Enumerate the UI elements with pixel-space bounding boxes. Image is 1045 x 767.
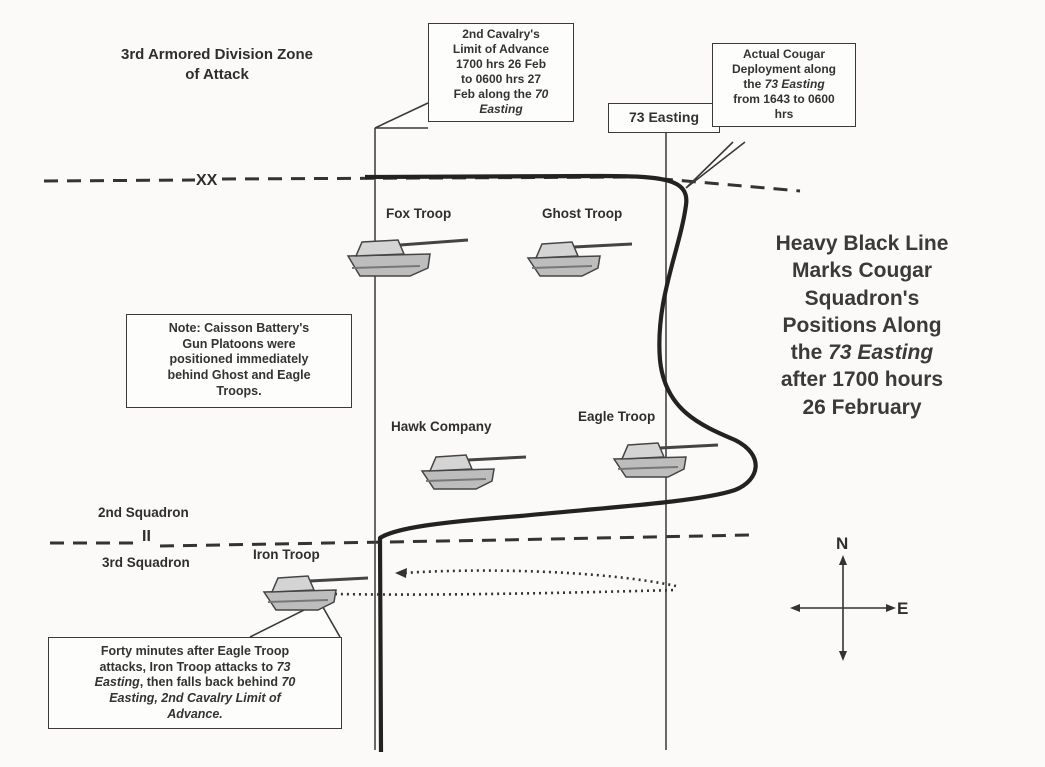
callout-line: Actual Cougar bbox=[742, 47, 825, 61]
callout-italic: 73 Easting bbox=[764, 77, 825, 91]
eagle-troop-tank-icon bbox=[612, 442, 719, 478]
iron-troop-tank-icon bbox=[262, 575, 369, 611]
cougar-position-line bbox=[364, 173, 758, 753]
ghost-troop-label: Ghost Troop bbox=[542, 206, 623, 221]
legend-line: Squadron's bbox=[804, 286, 920, 310]
legend-text: the bbox=[790, 341, 829, 365]
callout-text: Feb along the bbox=[453, 87, 535, 101]
hawk-company-tank-icon bbox=[420, 454, 527, 490]
callout-italic: Easting, 2nd Cavalry Limit of bbox=[109, 690, 281, 705]
callout-italic: 73 bbox=[276, 659, 291, 674]
callout-italic: Easting bbox=[94, 675, 140, 690]
iron-troop-label: Iron Troop bbox=[253, 547, 320, 562]
zone-title-line1: 3rd Armored Division Zone bbox=[121, 46, 313, 63]
squadron-boundary-line-east bbox=[159, 533, 751, 548]
zone-title: 3rd Armored Division Zone of Attack bbox=[92, 45, 342, 84]
iron-return-arrowhead bbox=[395, 568, 407, 578]
cougar-deployment-callout: Actual Cougar Deployment along the 73 Ea… bbox=[712, 43, 856, 127]
legend-line: Marks Cougar bbox=[791, 259, 933, 283]
second-squadron-label: 2nd Squadron bbox=[98, 505, 189, 520]
callout-italic: 70 bbox=[534, 87, 549, 101]
compass-rose bbox=[790, 555, 896, 661]
iron-return-arrow bbox=[402, 569, 677, 588]
legend-line: 26 February bbox=[802, 395, 922, 419]
compass-east-label: E bbox=[897, 599, 909, 618]
legend-line: Heavy Black Line bbox=[775, 232, 949, 255]
eagle-troop-label: Eagle Troop bbox=[578, 409, 656, 424]
hawk-company-label: Hawk Company bbox=[391, 419, 492, 434]
callout-italic: 70 bbox=[281, 675, 296, 690]
fox-troop-label: Fox Troop bbox=[386, 206, 452, 221]
division-boundary-line-east bbox=[221, 175, 801, 193]
ghost-troop-tank-icon bbox=[526, 241, 633, 277]
callout-line: from 1643 to 0600 bbox=[733, 92, 835, 106]
limit-of-advance-callout: 2nd Cavalry's Limit of Advance 1700 hrs … bbox=[428, 23, 574, 122]
iron-troop-callout: Forty minutes after Eagle Troop attacks,… bbox=[48, 637, 342, 730]
third-squadron-label: 3rd Squadron bbox=[102, 555, 190, 570]
legend-line: Positions Along bbox=[782, 313, 942, 337]
caisson-note-box: Note: Caisson Battery's Gun Platoons wer… bbox=[126, 314, 352, 409]
callout-text: attacks, Iron Troop attacks to bbox=[99, 659, 277, 674]
division-boundary-symbol: XX bbox=[196, 172, 218, 189]
note-line: positioned immediately bbox=[169, 352, 309, 367]
callout-line: 1700 hrs 26 Feb bbox=[455, 57, 547, 71]
legend-italic: 73 Easting bbox=[828, 341, 934, 365]
fox-troop-tank-icon bbox=[346, 238, 469, 277]
easting-73-label: 73 Easting bbox=[608, 103, 720, 133]
limit-callout-pointer bbox=[374, 102, 429, 129]
callout-line: 2nd Cavalry's bbox=[462, 27, 540, 41]
callout-line: Forty minutes after Eagle Troop bbox=[100, 644, 290, 658]
callout-italic: Advance. bbox=[167, 706, 223, 721]
compass-north-label: N bbox=[836, 534, 849, 553]
cougar-line-legend: Heavy Black Line Marks Cougar Squadron's… bbox=[742, 230, 982, 421]
note-line: Troops. bbox=[216, 383, 262, 398]
division-boundary-line bbox=[43, 178, 196, 183]
legend-line: after 1700 hours bbox=[780, 368, 944, 392]
iron-attack-arrow bbox=[334, 588, 677, 596]
deploy-callout-pointer bbox=[685, 141, 746, 189]
callout-line: Limit of Advance bbox=[452, 42, 550, 56]
callout-line: hrs bbox=[774, 107, 794, 121]
callout-line: to 0600 hrs 27 bbox=[460, 72, 542, 86]
callout-line: Deployment along bbox=[731, 62, 836, 76]
callout-text: the bbox=[743, 77, 765, 91]
callout-italic: Easting bbox=[479, 102, 523, 116]
callout-text: , then falls back behind bbox=[139, 675, 282, 690]
squadron-boundary-symbol: II bbox=[142, 528, 151, 545]
zone-title-line2: of Attack bbox=[185, 65, 249, 83]
note-line: Note: Caisson Battery's bbox=[168, 321, 310, 335]
note-line: behind Ghost and Eagle bbox=[167, 367, 311, 382]
note-line: Gun Platoons were bbox=[182, 336, 296, 351]
